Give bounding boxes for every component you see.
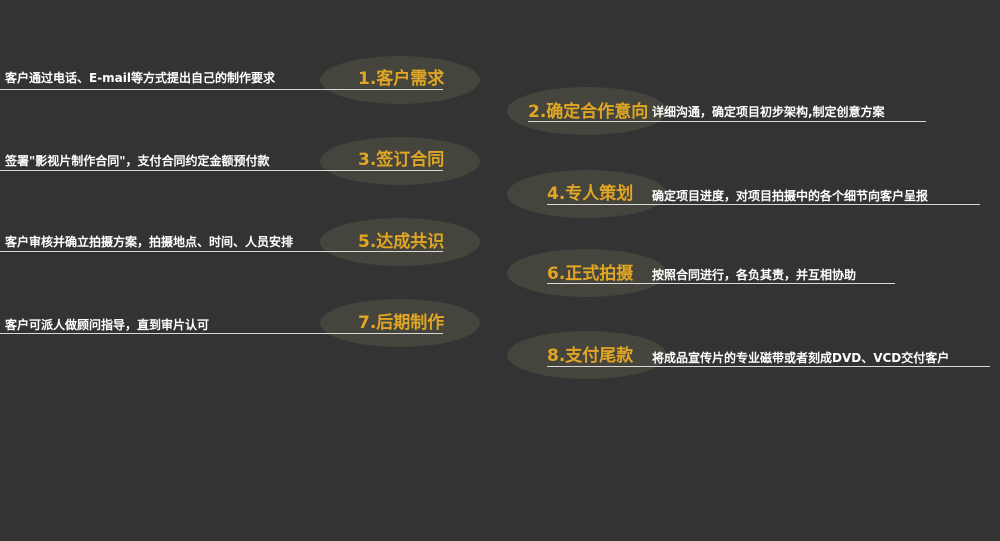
step-8-underline: [547, 366, 990, 367]
step-4-title: 4.专人策划: [547, 184, 634, 204]
step-1-underline: [0, 89, 443, 90]
step-3-title: 3.签订合同: [358, 150, 445, 170]
step-6-ellipse: [507, 249, 667, 297]
step-2-ellipse: [507, 87, 667, 135]
step-6-title: 6.正式拍摄: [547, 264, 634, 284]
step-7-underline: [0, 333, 443, 334]
step-8-title: 8.支付尾款: [547, 346, 634, 366]
step-7-description: 客户可派人做顾问指导，直到审片认可: [5, 318, 210, 332]
step-5-underline: [0, 251, 443, 252]
step-4-underline: [547, 204, 980, 205]
step-4-ellipse: [507, 170, 667, 218]
step-3-ellipse: [320, 137, 480, 185]
step-2-description: 详细沟通，确定项目初步架构,制定创意方案: [652, 105, 885, 119]
step-7-ellipse: [320, 299, 480, 347]
step-5-ellipse: [320, 218, 480, 266]
step-2-underline: [528, 121, 926, 122]
step-2-title: 2.确定合作意向: [528, 102, 649, 122]
step-5-title: 5.达成共识: [358, 232, 445, 252]
step-3-description: 签署"影视片制作合同"，支付合同约定金额预付款: [5, 154, 270, 168]
step-1-description: 客户通过电话、E-mail等方式提出自己的制作要求: [5, 71, 276, 85]
step-8-ellipse: [507, 331, 667, 379]
step-5-description: 客户审核并确立拍摄方案，拍摄地点、时间、人员安排: [5, 235, 294, 249]
step-6-description: 按照合同进行，各负其责，并互相协助: [652, 268, 857, 282]
step-1-title: 1.客户需求: [358, 69, 445, 89]
step-7-title: 7.后期制作: [358, 313, 445, 333]
step-3-underline: [0, 170, 443, 171]
step-4-description: 确定项目进度，对项目拍摄中的各个细节向客户呈报: [652, 189, 929, 203]
step-1-ellipse: [320, 56, 480, 104]
step-6-underline: [547, 283, 895, 284]
step-8-description: 将成品宣传片的专业磁带或者刻成DVD、VCD交付客户: [652, 351, 950, 365]
